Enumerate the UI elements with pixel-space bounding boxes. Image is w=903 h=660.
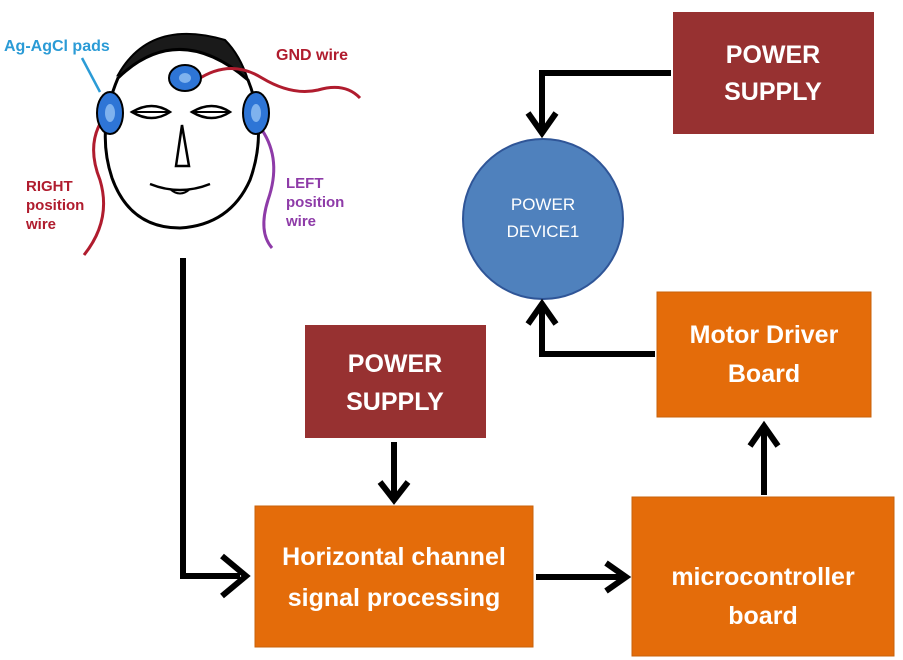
power-supply-mid-line1: POWER bbox=[348, 350, 442, 378]
horizontal-channel-box bbox=[254, 505, 534, 648]
pads-pointer bbox=[80, 57, 102, 93]
power-supply-top: POWER SUPPLY bbox=[673, 12, 874, 134]
arrowhead-micro-to-motor bbox=[747, 420, 781, 448]
power-device: POWER DEVICE1 bbox=[462, 138, 624, 300]
power-supply-top-line2: SUPPLY bbox=[724, 78, 822, 106]
horizontal-channel-line2: signal processing bbox=[288, 584, 501, 612]
microcontroller-box bbox=[631, 496, 895, 657]
arrow-face-to-horizontal bbox=[180, 258, 240, 579]
right-position-wire bbox=[82, 111, 110, 256]
left-label-line3: wire bbox=[285, 213, 316, 230]
connector-arrows bbox=[180, 70, 781, 599]
right-label-line3: wire bbox=[25, 216, 56, 233]
power-device-circle bbox=[462, 138, 624, 300]
pads-label: Ag-AgCl pads bbox=[4, 38, 110, 55]
right-pad-center bbox=[105, 104, 115, 122]
right-eye bbox=[129, 104, 173, 120]
motor-driver-line1: Motor Driver bbox=[690, 321, 839, 349]
power-supply-mid: POWER SUPPLY bbox=[305, 325, 486, 438]
left-label-line1: LEFT bbox=[286, 175, 324, 192]
horizontal-channel-block: Horizontal channel signal processing bbox=[254, 505, 534, 648]
power-supply-top-line1: POWER bbox=[726, 41, 820, 69]
arrowhead-motor-to-device bbox=[525, 298, 559, 326]
nose bbox=[174, 124, 191, 168]
microcontroller-line1: microcontroller bbox=[671, 563, 855, 591]
horizontal-channel-line1: Horizontal channel bbox=[282, 543, 506, 571]
right-label-line2: position bbox=[26, 197, 84, 214]
left-label-line2: position bbox=[286, 194, 344, 211]
arrowhead-face-to-horizontal bbox=[220, 553, 251, 599]
head-outline bbox=[103, 48, 261, 230]
arrowhead-power-top-to-device bbox=[525, 111, 559, 139]
power-supply-mid-box bbox=[305, 325, 486, 438]
motor-driver-board: Motor Driver Board bbox=[656, 291, 872, 418]
arrow-power-top-to-device bbox=[539, 70, 671, 128]
arrowhead-horizontal-to-micro bbox=[604, 560, 632, 594]
mouth bbox=[149, 182, 211, 192]
motor-driver-box bbox=[656, 291, 872, 418]
right-label-line1: RIGHT bbox=[26, 178, 73, 195]
left-position-wire bbox=[260, 129, 276, 249]
microcontroller-line2: board bbox=[728, 602, 797, 630]
motor-driver-line2: Board bbox=[728, 360, 800, 388]
gnd-label: GND wire bbox=[276, 47, 348, 64]
face-illustration: Ag-AgCl pads GND wire RIGHT position wir… bbox=[4, 32, 362, 256]
power-device-line2: DEVICE1 bbox=[507, 222, 580, 241]
arrowhead-power-mid-to-horizontal bbox=[377, 480, 411, 505]
arrow-motor-to-device bbox=[539, 308, 655, 357]
mouth-lip bbox=[169, 188, 191, 195]
power-device-line1: POWER bbox=[511, 195, 575, 214]
gnd-wire bbox=[196, 67, 362, 100]
microcontroller-block: microcontroller board bbox=[631, 496, 895, 657]
forehead-pad-center bbox=[179, 73, 191, 83]
power-supply-top-box bbox=[673, 12, 874, 134]
left-pad-center bbox=[251, 104, 261, 122]
power-supply-mid-line2: SUPPLY bbox=[346, 388, 444, 416]
left-eye bbox=[189, 104, 233, 120]
